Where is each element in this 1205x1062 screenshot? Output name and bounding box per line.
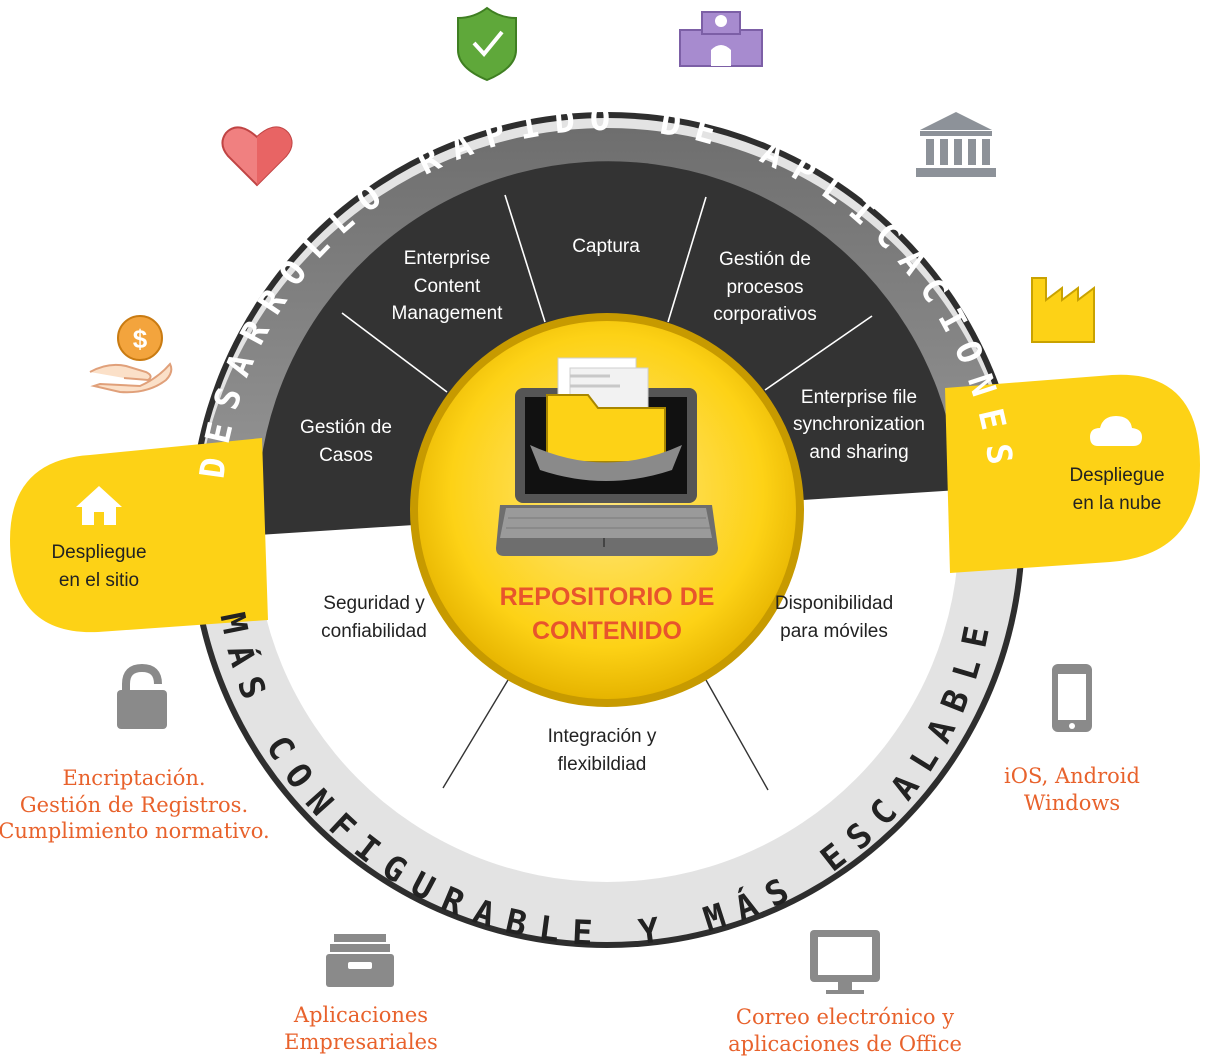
svg-text:Encriptación.: Encriptación. <box>62 766 205 790</box>
deploy-right: Despliegue en la nube <box>1069 416 1165 514</box>
factory-icon <box>1031 277 1095 343</box>
feature-office: Correo electrónico y aplicaciones de Off… <box>728 1005 962 1056</box>
svg-text:Cumplimiento normativo.: Cumplimiento normativo. <box>0 819 270 843</box>
center-title-line1: REPOSITORIO DE <box>500 583 715 611</box>
svg-text:$: $ <box>133 324 148 354</box>
svg-text:and sharing: and sharing <box>809 442 908 463</box>
svg-text:Despliegue: Despliegue <box>51 542 146 563</box>
svg-text:Enterprise file: Enterprise file <box>801 387 917 408</box>
svg-text:Gestión de: Gestión de <box>300 417 392 438</box>
svg-text:Integración y: Integración y <box>548 726 657 747</box>
feature-encryption: Encriptación. Gestión de Registros. Cump… <box>0 766 270 843</box>
money-hand-icon: $ <box>89 315 173 394</box>
bottom-dividers <box>442 679 769 791</box>
svg-text:Empresariales: Empresariales <box>284 1030 438 1054</box>
svg-text:synchronization: synchronization <box>793 414 925 435</box>
segment-dividers <box>341 194 873 393</box>
monitor-icon <box>810 930 880 994</box>
cloud-icon <box>1090 416 1142 446</box>
heart-icon <box>221 126 293 187</box>
svg-text:aplicaciones de Office: aplicaciones de Office <box>728 1032 962 1056</box>
file-cabinet-icon <box>326 934 394 987</box>
svg-text:flexibildiad: flexibildiad <box>558 754 647 775</box>
svg-text:Windows: Windows <box>1024 791 1120 815</box>
bank-icon <box>916 112 996 177</box>
svg-text:Content: Content <box>414 276 481 297</box>
svg-text:Aplicaciones: Aplicaciones <box>293 1003 428 1027</box>
segment-efss: Enterprise file synchronization and shar… <box>793 387 925 463</box>
svg-text:en el sitio: en el sitio <box>59 570 139 591</box>
school-icon <box>679 11 763 67</box>
segment-integracion: Integración y flexibildiad <box>548 726 657 775</box>
feature-apps: Aplicaciones Empresariales <box>284 1003 438 1054</box>
svg-text:corporativos: corporativos <box>713 304 817 325</box>
svg-text:procesos: procesos <box>726 277 803 298</box>
segment-ecm: Enterprise Content Management <box>392 248 504 324</box>
svg-text:confiabilidad: confiabilidad <box>321 621 427 642</box>
shield-check-icon <box>457 6 517 82</box>
segment-gestion-casos: Gestión de Casos <box>300 417 392 466</box>
svg-text:Seguridad y: Seguridad y <box>323 593 425 614</box>
segment-procesos: Gestión de procesos corporativos <box>713 249 817 325</box>
svg-text:Despliegue: Despliegue <box>1069 465 1164 486</box>
deploy-left-ribbon <box>10 438 268 633</box>
svg-text:para móviles: para móviles <box>780 621 888 642</box>
svg-text:Disponibilidad: Disponibilidad <box>775 593 893 614</box>
svg-text:Gestión de: Gestión de <box>719 249 811 270</box>
svg-text:Casos: Casos <box>319 445 373 466</box>
home-icon <box>76 486 122 525</box>
svg-text:Management: Management <box>392 303 504 324</box>
segment-seguridad: Seguridad y confiabilidad <box>321 593 427 642</box>
svg-text:Correo electrónico y: Correo electrónico y <box>736 1005 954 1029</box>
segment-captura: Captura <box>572 236 640 257</box>
laptop-folder-icon <box>496 357 718 556</box>
svg-text:Enterprise: Enterprise <box>404 248 491 269</box>
svg-text:Captura: Captura <box>572 236 640 257</box>
svg-text:en la nube: en la nube <box>1073 493 1162 514</box>
segment-moviles: Disponibilidad para móviles <box>775 593 893 642</box>
feature-mobile: iOS, Android Windows <box>1004 764 1140 815</box>
lock-icon <box>117 663 167 729</box>
svg-text:Gestión de Registros.: Gestión de Registros. <box>20 793 248 817</box>
deploy-left: Despliegue en el sitio <box>51 486 147 591</box>
svg-text:iOS, Android: iOS, Android <box>1004 764 1140 788</box>
center-title-line2: CONTENIDO <box>532 617 682 645</box>
smartphone-icon <box>1052 664 1092 732</box>
deploy-right-ribbon <box>945 374 1200 573</box>
